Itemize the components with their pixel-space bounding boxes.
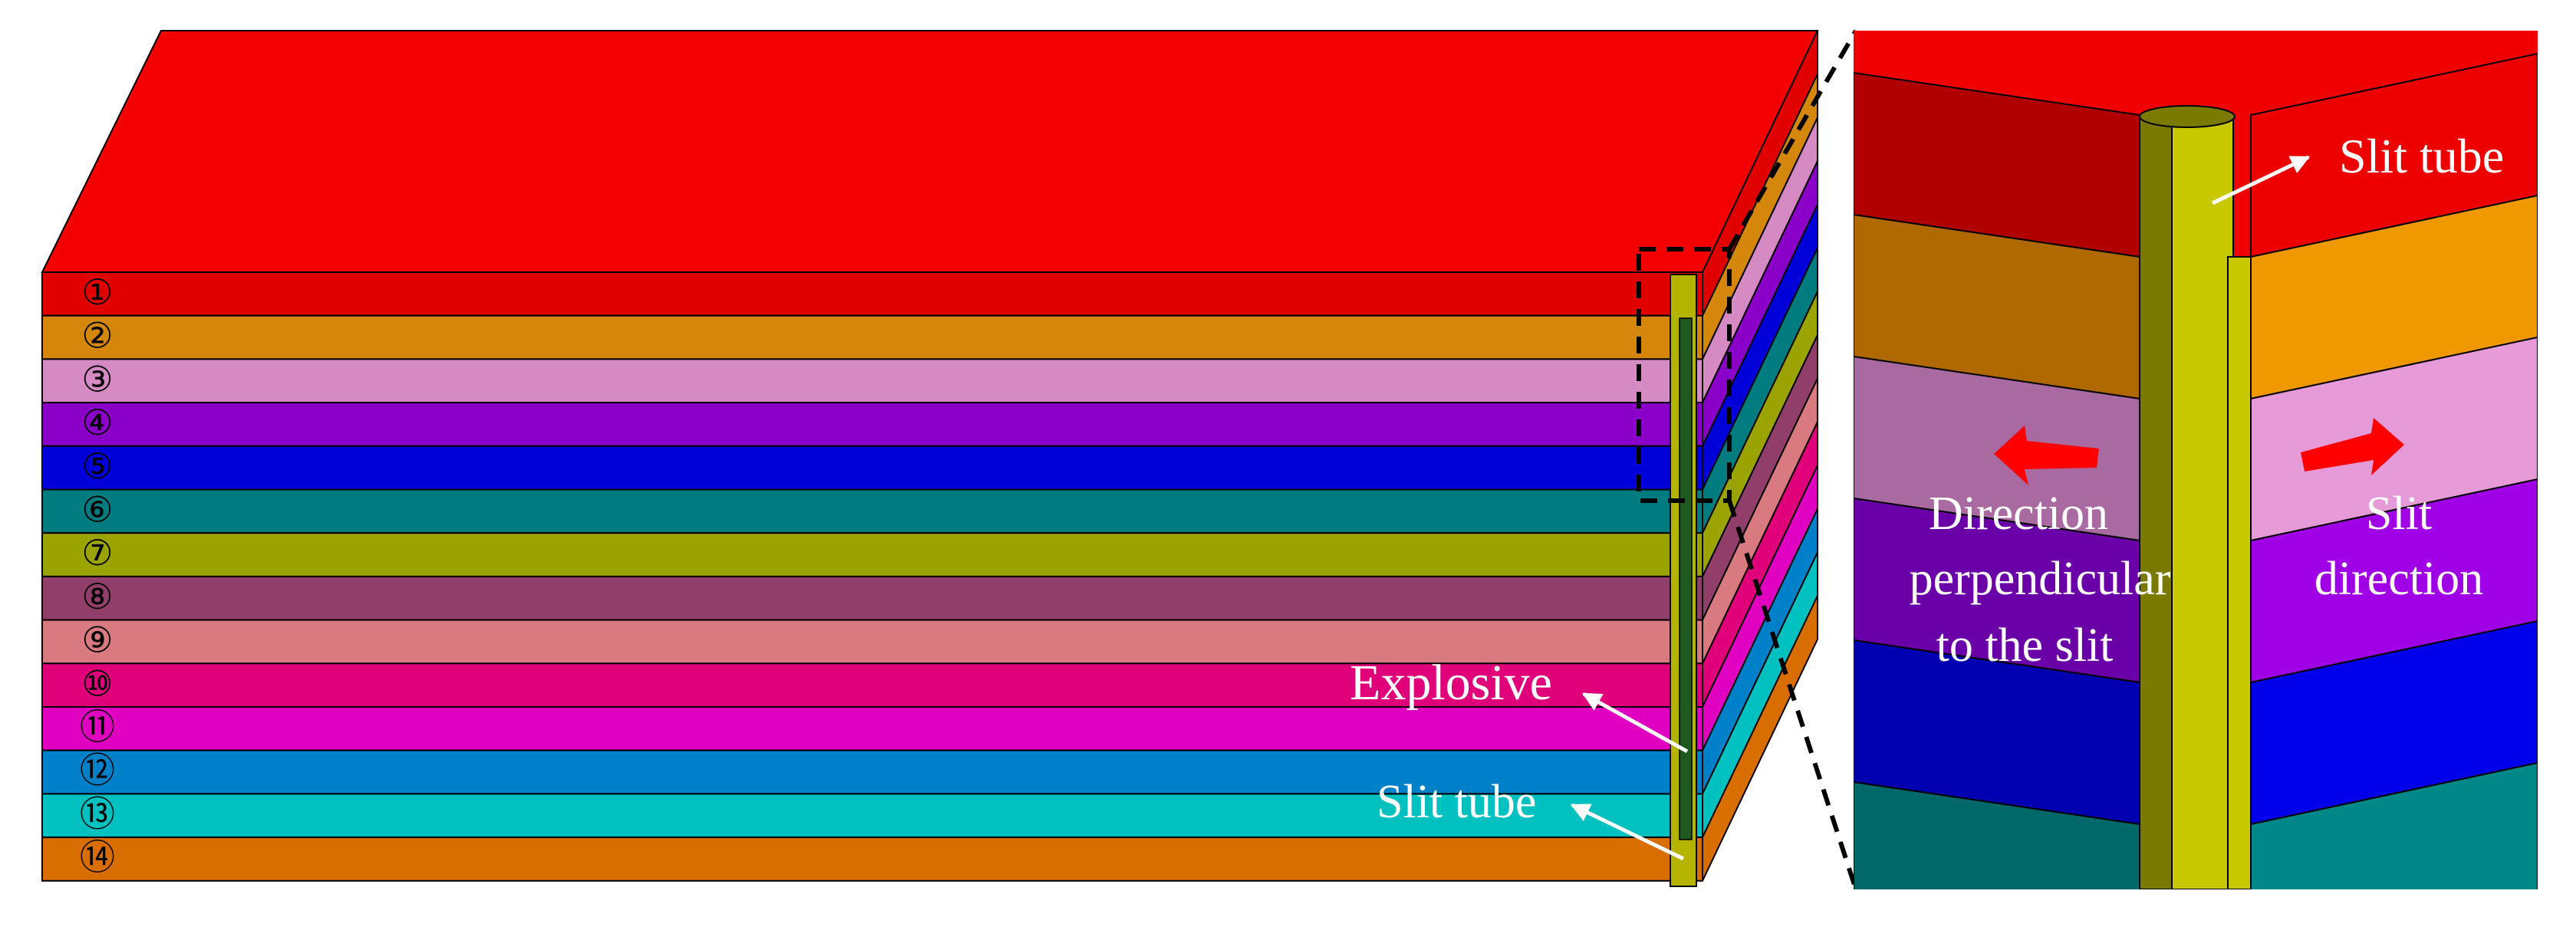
explosive-label: Explosive <box>1350 655 1552 711</box>
slit-direction-label: Slit direction <box>2314 488 2483 605</box>
layer-front-face <box>41 619 1703 665</box>
explosive-pointer-arrow <box>1581 692 1689 754</box>
zoom-tube-light-wall <box>2171 114 2234 889</box>
layer-front-face <box>41 271 1703 317</box>
zoom-connector-top <box>1727 29 1858 251</box>
layer-front-face <box>41 358 1703 404</box>
zoom-tube-top-rim <box>2139 105 2235 128</box>
block-top-face <box>41 30 1819 273</box>
slit-direction-arrow <box>2301 418 2404 475</box>
layer-front-face <box>41 706 1703 751</box>
layer-front-face <box>41 836 1703 882</box>
zoom-band-left <box>1854 781 2140 889</box>
slit-tube-pointer-arrow-right <box>2211 155 2311 205</box>
perpendicular-direction-label: Direction perpendicular to the slit <box>1910 488 2171 672</box>
layer-front-face <box>41 575 1703 621</box>
layer-number-label: ⑧ <box>81 577 113 616</box>
layer-number-label: ⑬ <box>80 794 115 833</box>
layer-number-label: ③ <box>81 360 113 399</box>
slit-direction-label-line1: Slit <box>2366 488 2432 540</box>
layer-number-label: ⑪ <box>80 708 115 747</box>
layer-number-label: ⑭ <box>80 838 115 877</box>
layer-front-face <box>41 445 1703 491</box>
zoom-region-box <box>1637 247 1732 503</box>
layer-number-label: ④ <box>81 403 113 442</box>
zoom-band-right <box>2250 52 2538 258</box>
layer-side-face <box>1702 595 1818 882</box>
layer-front-face <box>41 314 1703 360</box>
zoom-detail-panel <box>1854 31 2538 889</box>
layer-front-face <box>41 488 1703 534</box>
slit-tube-pointer-arrow-left <box>1570 803 1685 861</box>
perpendicular-direction-arrow <box>1994 426 2099 485</box>
perpendicular-label-line1: Direction <box>1929 488 2108 540</box>
zoom-connector-bottom <box>1727 500 1858 890</box>
layer-front-face <box>41 402 1703 447</box>
layer-number-label: ⑫ <box>80 751 115 790</box>
layer-number-label: ② <box>81 317 113 356</box>
explosive-charge <box>1679 317 1693 840</box>
slit-direction-label-line2: direction <box>2314 553 2483 605</box>
layer-number-label: ⑨ <box>81 621 113 660</box>
zoom-tube-slit-edge <box>2227 256 2252 889</box>
layer-number-label: ① <box>81 273 113 312</box>
layer-number-label: ⑦ <box>81 534 113 573</box>
perpendicular-label-line2: perpendicular <box>1910 553 2171 605</box>
layer-number-label: ⑥ <box>81 490 113 529</box>
layered-block: ① ② ③ ④ ⑤ ⑥ ⑦ ⑧ ⑨ ⑩ ⑪ ⑫ ⑬ ⑭ <box>41 30 1819 882</box>
layer-number-label: ⑤ <box>81 447 113 486</box>
borehole-assembly <box>1670 274 1697 887</box>
slit-tube-label-left: Slit tube <box>1377 776 1536 828</box>
layer-front-face <box>41 532 1703 577</box>
zoom-tube-dark-wall <box>2139 114 2173 889</box>
layer-front-face <box>41 662 1703 708</box>
layer-front-face <box>41 749 1703 795</box>
layer-number-label: ⑩ <box>81 664 113 703</box>
slit-tube-label-right: Slit tube <box>2339 129 2504 183</box>
perpendicular-label-line3: to the slit <box>1936 620 2114 672</box>
zoom-band-right <box>2250 761 2538 889</box>
